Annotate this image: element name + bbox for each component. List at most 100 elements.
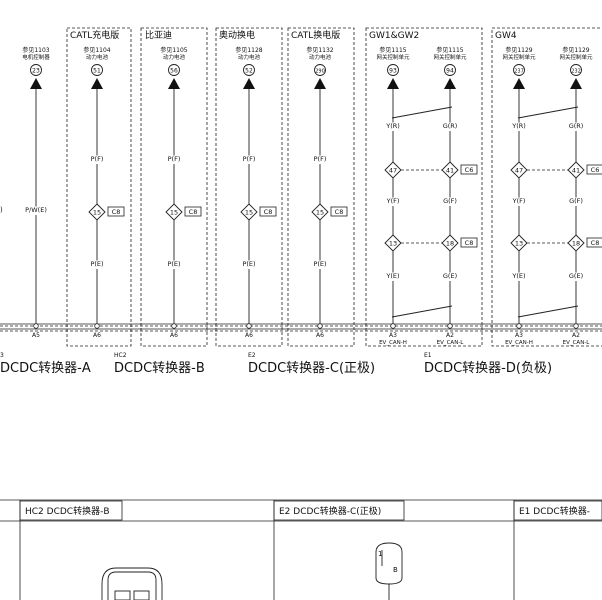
col2-pin-dot bbox=[94, 323, 100, 329]
col6-circle bbox=[387, 64, 399, 76]
col3-circle bbox=[168, 64, 180, 76]
col6-wire-2: Y(F) bbox=[386, 197, 400, 205]
col4-splice: 15 bbox=[245, 209, 253, 217]
col8-wire-1-bg bbox=[509, 122, 529, 131]
col9-wire-1: G(R) bbox=[569, 122, 584, 130]
col1-circle bbox=[30, 64, 42, 76]
col7-wire-2-bg bbox=[440, 197, 460, 206]
col2-splice-shape bbox=[88, 203, 106, 221]
col4-splice-box: C8 bbox=[264, 208, 273, 216]
group-label-aodong: 奥动换电 bbox=[219, 29, 255, 41]
col1-pin-dot bbox=[33, 323, 39, 329]
col8-ref: 参见1129 bbox=[505, 46, 532, 54]
group-label-catl-swap: CATL换电版 bbox=[291, 29, 340, 41]
col7-splice-2: 18 bbox=[446, 240, 454, 248]
col8-pin-dot bbox=[516, 323, 522, 329]
group-box-aodong bbox=[215, 27, 283, 347]
col7-wire-3-bg bbox=[440, 272, 460, 281]
col1-arrow bbox=[30, 78, 42, 89]
col5-wire-bottom: P(E) bbox=[313, 260, 326, 268]
col5-ref: 参见1132 bbox=[306, 46, 333, 54]
col9-wire-2: G(F) bbox=[569, 197, 583, 205]
col8-arrow bbox=[513, 78, 525, 89]
group-boxes bbox=[66, 27, 602, 347]
col5-wire-top: P(F) bbox=[314, 155, 327, 163]
col7-splice-box-2-frame bbox=[460, 237, 478, 248]
col3-ref: 参见1105 bbox=[160, 46, 187, 54]
col9-ref: 参见1129 bbox=[562, 46, 589, 54]
col9-circle bbox=[570, 64, 582, 76]
col7-splice-1-shape bbox=[441, 161, 459, 179]
col7-wire-1: G(R) bbox=[443, 122, 458, 130]
col4-ref: 参见1128 bbox=[235, 46, 262, 54]
col9-pin: A2 bbox=[572, 332, 580, 339]
panel-title-c: E2 DCDC转换器-C(正极) bbox=[279, 505, 381, 517]
col7-splice-2-shape bbox=[441, 234, 459, 252]
col1-circle-label: 23 bbox=[32, 67, 40, 74]
col8-circle bbox=[513, 64, 525, 76]
connector-name-c: DCDC转换器-C(正极) bbox=[248, 361, 375, 376]
col9-desc: 网关控制单元 bbox=[559, 53, 593, 61]
group-box-gw12 bbox=[365, 27, 483, 347]
panel-title-d: E1 DCDC转换器- bbox=[519, 505, 590, 517]
twist-markers bbox=[391, 106, 579, 318]
col6-wire-1-bg bbox=[383, 122, 403, 131]
col5-splice-box-frame bbox=[330, 206, 348, 217]
col5-splice-box: C8 bbox=[335, 208, 344, 216]
bottom-panels bbox=[0, 499, 602, 600]
connector-code-a: 3 bbox=[0, 352, 4, 359]
col7-splice-box-2: C8 bbox=[465, 239, 474, 247]
col8-wire-2-bg bbox=[509, 197, 529, 206]
col2-splice: 15 bbox=[93, 209, 101, 217]
col4-splice-box-frame bbox=[259, 206, 277, 217]
connector-rails bbox=[0, 323, 602, 332]
col6-wire-1: Y(R) bbox=[385, 122, 400, 130]
group-box-gw4 bbox=[491, 27, 602, 347]
plug-pin-1: 1 bbox=[378, 550, 382, 558]
col8-circle-label: 237 bbox=[514, 68, 524, 74]
col9-pin-dot bbox=[573, 323, 579, 329]
col9-circle-label: 232 bbox=[571, 68, 581, 74]
col7-ref: 参见1115 bbox=[436, 46, 463, 54]
col3-wire-bottom-bg bbox=[164, 260, 184, 269]
col6-splice-1: 47 bbox=[389, 167, 397, 175]
col7-pin-dot bbox=[447, 323, 453, 329]
col4-wire-bottom: P(E) bbox=[242, 260, 255, 268]
col6-arrow bbox=[387, 78, 399, 89]
col2-splice-box: C8 bbox=[112, 208, 121, 216]
group-box-catl-charge bbox=[66, 27, 132, 347]
col6-circle-label: 93 bbox=[389, 67, 397, 74]
col7-pin-label: EV_CAN-L bbox=[437, 340, 465, 346]
col9-splice-1: 41 bbox=[572, 167, 580, 175]
col7-splice-box-1: C6 bbox=[465, 166, 474, 174]
col3-circle-label: 56 bbox=[170, 67, 178, 74]
col9-splice-2: 18 bbox=[572, 240, 580, 248]
col9-wire-3: G(E) bbox=[569, 272, 583, 280]
col6-desc: 网关控制单元 bbox=[376, 53, 410, 61]
col9-splice-box-1: C6 bbox=[591, 166, 600, 174]
col4-pin-dot bbox=[246, 323, 252, 329]
col1-desc: 电机控制器 bbox=[22, 53, 50, 61]
col6-pin-dot bbox=[390, 323, 396, 329]
col9-splice-1-shape bbox=[567, 161, 585, 179]
col7-circle-label: 94 bbox=[446, 67, 454, 74]
col5-splice: 15 bbox=[316, 209, 324, 217]
col9-splice-2-shape bbox=[567, 234, 585, 252]
col6-wire-3: Y(E) bbox=[385, 272, 399, 280]
col6-splice-1-shape bbox=[384, 161, 402, 179]
col3-wire-top-bg bbox=[164, 155, 184, 164]
col7-wire-1-bg bbox=[440, 122, 460, 131]
col2-circle bbox=[91, 64, 103, 76]
bottom-panel-titles: HC2 DCDC转换器-B E2 DCDC转换器-C(正极) E1 DCDC转换… bbox=[25, 505, 590, 517]
connector-code-d: E1 bbox=[424, 352, 432, 359]
col4-wire-bottom-bg bbox=[239, 260, 259, 269]
col2-desc: 动力电池 bbox=[86, 53, 109, 61]
col4-pin: A6 bbox=[245, 332, 253, 339]
col2-arrow bbox=[91, 78, 103, 89]
col9-arrow bbox=[570, 78, 582, 89]
col6-splice-2: 13 bbox=[389, 240, 397, 248]
connector-name-d: DCDC转换器-D(负极) bbox=[424, 361, 552, 376]
col9-wire-3-bg bbox=[566, 272, 586, 281]
group-label-gw4: GW4 bbox=[495, 31, 517, 41]
group-label-byd: 比亚迪 bbox=[145, 29, 172, 41]
